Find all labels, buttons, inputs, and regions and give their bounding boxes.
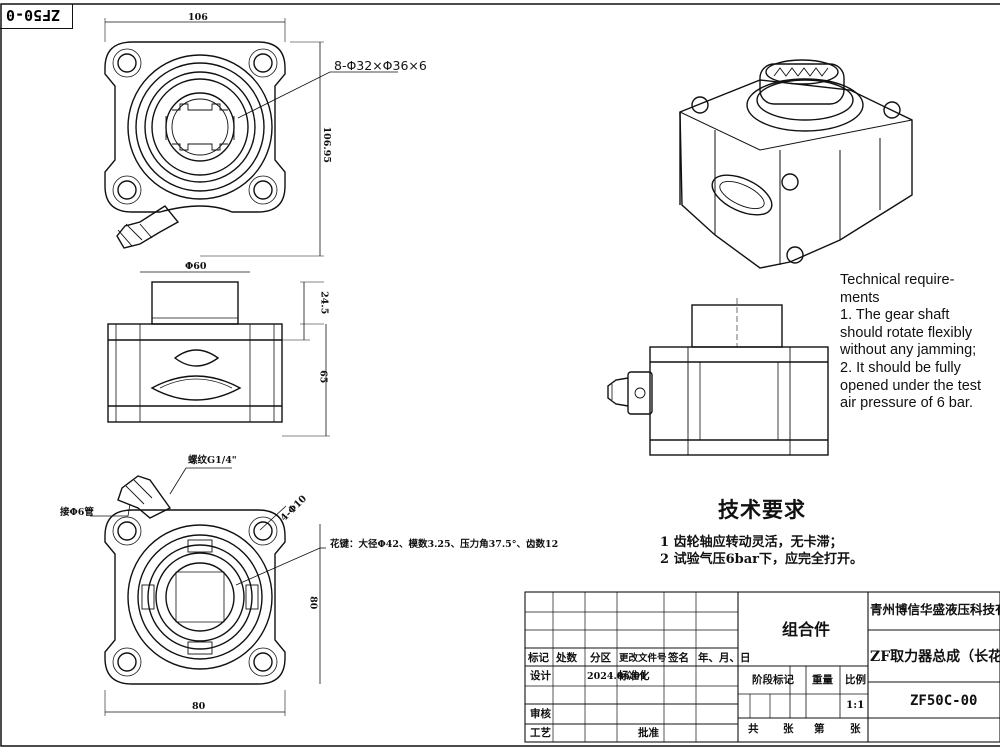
sheet-label-2: 张 xyxy=(850,723,861,735)
design-label: 设计 xyxy=(530,670,551,682)
approve-label: 批准 xyxy=(638,727,659,739)
drawing-code-text: ZF50-0 xyxy=(6,6,61,24)
isometric-view xyxy=(679,59,913,269)
sheet-no-label: 第 xyxy=(814,723,825,735)
tech-req-en-line: Technical require- xyxy=(840,272,955,288)
dim-top-width: 106 xyxy=(188,12,208,23)
standardization-label: 标准化 xyxy=(618,670,650,682)
rev-header-signature: 签名 xyxy=(668,652,689,664)
review-label: 审核 xyxy=(530,708,551,720)
tech-req-en-line: opened under the test xyxy=(840,377,982,394)
title-block-grid xyxy=(524,591,1000,743)
dim-front-diameter: Φ60 xyxy=(185,261,207,272)
dim-bottom-width: 80 xyxy=(192,701,206,712)
front-view xyxy=(107,271,330,437)
drawing-code-tab: ZF50-0 xyxy=(0,4,73,29)
tech-req-cn-line: 2 试验气压6bar下，应完全打开。 xyxy=(660,552,863,567)
dim-front-height: 65 xyxy=(317,370,329,384)
dim-front-step: 24.5 xyxy=(318,291,330,315)
side-view xyxy=(607,298,829,456)
technical-requirements-en: Technical require- ments 1. The gear sha… xyxy=(840,272,1000,413)
design-date: 2024.06.01 xyxy=(587,671,647,682)
dim-spline-spec: 花键：大径Φ42、模数3.25、压力角37.5°、齿数12 xyxy=(330,539,559,550)
tech-req-en-line: 1. The gear shaft xyxy=(840,307,950,324)
rev-header-mark: 标记 xyxy=(528,652,549,664)
tech-req-en-line: 2. It should be fully xyxy=(840,359,961,376)
tech-req-en-line: without any jamming; xyxy=(840,342,977,359)
rev-header-count: 处数 xyxy=(556,652,577,664)
dim-top-height: 106.95 xyxy=(320,126,332,163)
top-view xyxy=(104,18,398,257)
dim-hole-callout: 8-Φ32×Φ36×6 xyxy=(334,58,427,73)
title-company: 青州博信华盛液压科技有限公司 xyxy=(870,602,1000,617)
dim-thread-port: 螺纹G1/4" xyxy=(188,455,237,466)
sheet-total-label: 共 xyxy=(748,723,759,735)
scale-label: 比例 xyxy=(845,674,866,686)
dim-bottom-height: 80 xyxy=(307,596,319,610)
weight-label: 重量 xyxy=(812,674,833,686)
sheet-label: 张 xyxy=(783,723,794,735)
dim-bottom-fitting: 接Φ6管 xyxy=(60,507,94,518)
technical-requirements-cn-title: 技术要求 xyxy=(718,497,806,522)
rev-header-change-doc: 更改文件号 xyxy=(619,653,667,664)
stage-label: 阶段标记 xyxy=(752,674,794,686)
title-drawing-number: ZF50C-00 xyxy=(910,693,978,709)
scale-value: 1:1 xyxy=(846,699,865,711)
title-product-name: ZF取力器总成（长花键） xyxy=(870,649,1000,665)
sheet-border xyxy=(0,3,1000,747)
technical-requirements-cn: 1 齿轮轴应转动灵活，无卡滞； 2 试验气压6bar下，应完全打开。 xyxy=(660,534,863,568)
tech-req-cn-line: 1 齿轮轴应转动灵活，无卡滞； xyxy=(660,535,843,550)
bottom-view xyxy=(90,467,326,716)
rev-header-zone: 分区 xyxy=(590,652,611,664)
tech-req-en-line: ments xyxy=(840,289,880,306)
process-label: 工艺 xyxy=(530,727,551,739)
title-assembly-label: 组合件 xyxy=(782,620,831,639)
tech-req-en-line: should rotate flexibly xyxy=(840,324,973,341)
rev-header-date: 年、月、日 xyxy=(698,652,751,664)
tech-req-en-line: air pressure of 6 bar. xyxy=(840,395,973,412)
